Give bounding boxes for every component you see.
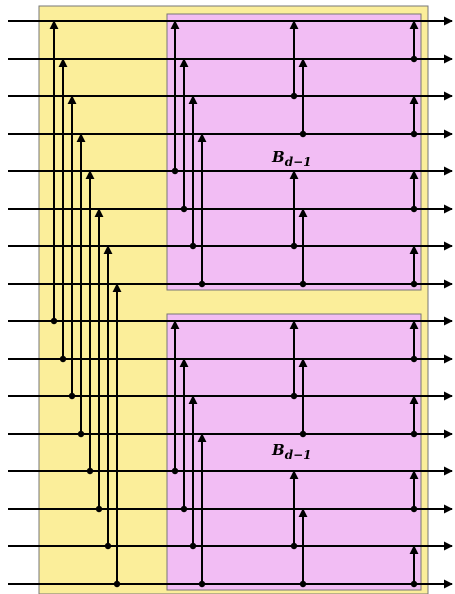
- block-label-top-main: B: [271, 148, 285, 166]
- block-label-bottom-main: B: [271, 441, 285, 459]
- block-label-bottom-sub: d−1: [285, 448, 312, 462]
- block-label-top-sub: d−1: [285, 155, 312, 169]
- block-label-bottom: Bd−1: [271, 441, 311, 462]
- connector-lines: [49, 20, 419, 588]
- block-label-top: Bd−1: [271, 148, 311, 169]
